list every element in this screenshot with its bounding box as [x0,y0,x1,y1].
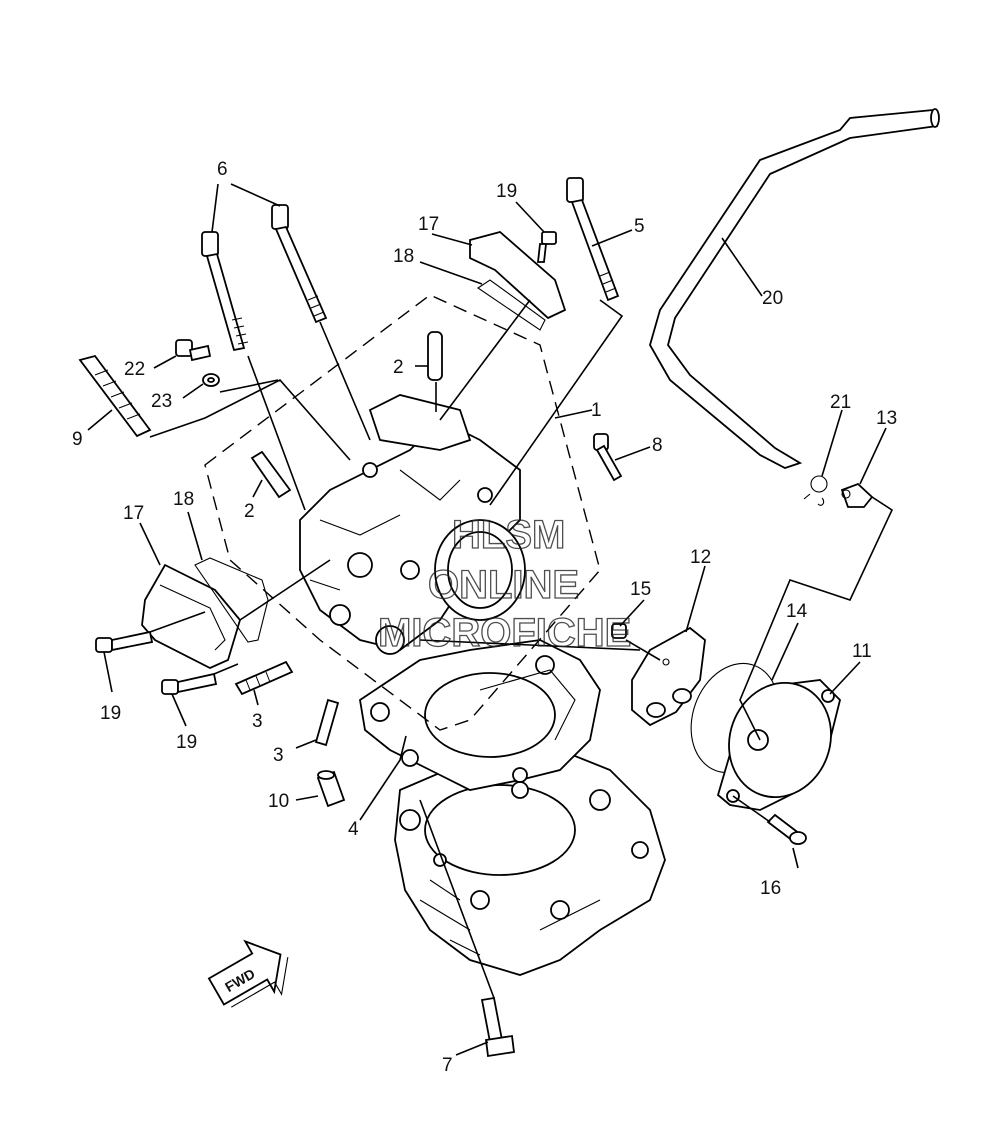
callout-numbers: 1 2 2 3 3 4 5 6 7 8 9 10 11 12 13 14 15 … [72,159,897,1076]
callout-16: 16 [760,878,781,899]
callout-22: 22 [124,359,145,380]
spark-plug [78,354,152,438]
cover-gasket-left [194,557,269,643]
hose-clamp [803,475,828,506]
callout-2: 2 [244,501,255,522]
cylinder-head [299,394,526,655]
stud-3a [234,660,294,696]
callout-14: 14 [786,601,808,622]
dowel-pin-2a [427,331,443,381]
bolt-8 [593,433,623,482]
callout-21: 21 [830,392,851,413]
washer-23 [202,373,220,387]
head-gasket [359,639,601,791]
callout-4: 4 [348,819,359,840]
air-cut-case [716,679,841,811]
stud-bolt-7 [480,996,516,1058]
callout-17: 17 [123,503,144,524]
bolt-19-left-upper [95,630,154,653]
callout-2: 2 [393,357,404,378]
callout-15: 15 [630,579,651,600]
reed-plate [631,626,706,727]
callout-18: 18 [173,489,194,510]
bolt-19-left-lower [161,672,218,695]
callout-23: 23 [151,391,172,412]
callout-19: 19 [176,732,197,753]
stud-bolt-6a [201,231,249,352]
watermark-line-1: HLSM [452,513,565,557]
callout-19: 19 [100,703,121,724]
callout-5: 5 [634,216,645,237]
bolt-19-top [536,231,557,263]
bolt-16 [766,813,807,845]
callout-8: 8 [652,435,663,456]
cover-gasket-top [477,279,546,331]
callout-3: 3 [252,711,263,732]
callout-6: 6 [217,159,228,180]
callout-20: 20 [762,288,783,309]
fwd-arrow: FWD [207,939,289,1008]
callout-11: 11 [852,641,872,662]
callout-3: 3 [273,745,284,766]
dowel-pin-2b [250,450,292,499]
stud-bolt-6b [271,204,328,324]
callout-9: 9 [72,429,83,450]
watermark-line-2: ONLINE [428,563,579,607]
callout-18: 18 [393,246,414,267]
bolt-15 [611,623,627,639]
hose-fitting [840,482,874,508]
watermark: HLSM ONLINE MICROFICHE [377,512,632,655]
stud-bolt-5 [566,177,620,302]
bolt-22 [175,339,212,362]
callout-19: 19 [496,181,517,202]
top-cover [469,231,567,320]
leader-lines [87,183,894,1056]
watermark-line-3: MICROFICHE [378,611,631,655]
cylinder-block [394,749,666,976]
callout-12: 12 [690,547,711,568]
callout-1: 1 [591,400,602,421]
callout-7: 7 [442,1055,453,1076]
air-hose [649,108,940,469]
callout-10: 10 [268,791,289,812]
callout-13: 13 [876,408,897,429]
callout-17: 17 [418,214,439,235]
dowel-10 [316,770,346,808]
stud-3b [314,698,340,747]
